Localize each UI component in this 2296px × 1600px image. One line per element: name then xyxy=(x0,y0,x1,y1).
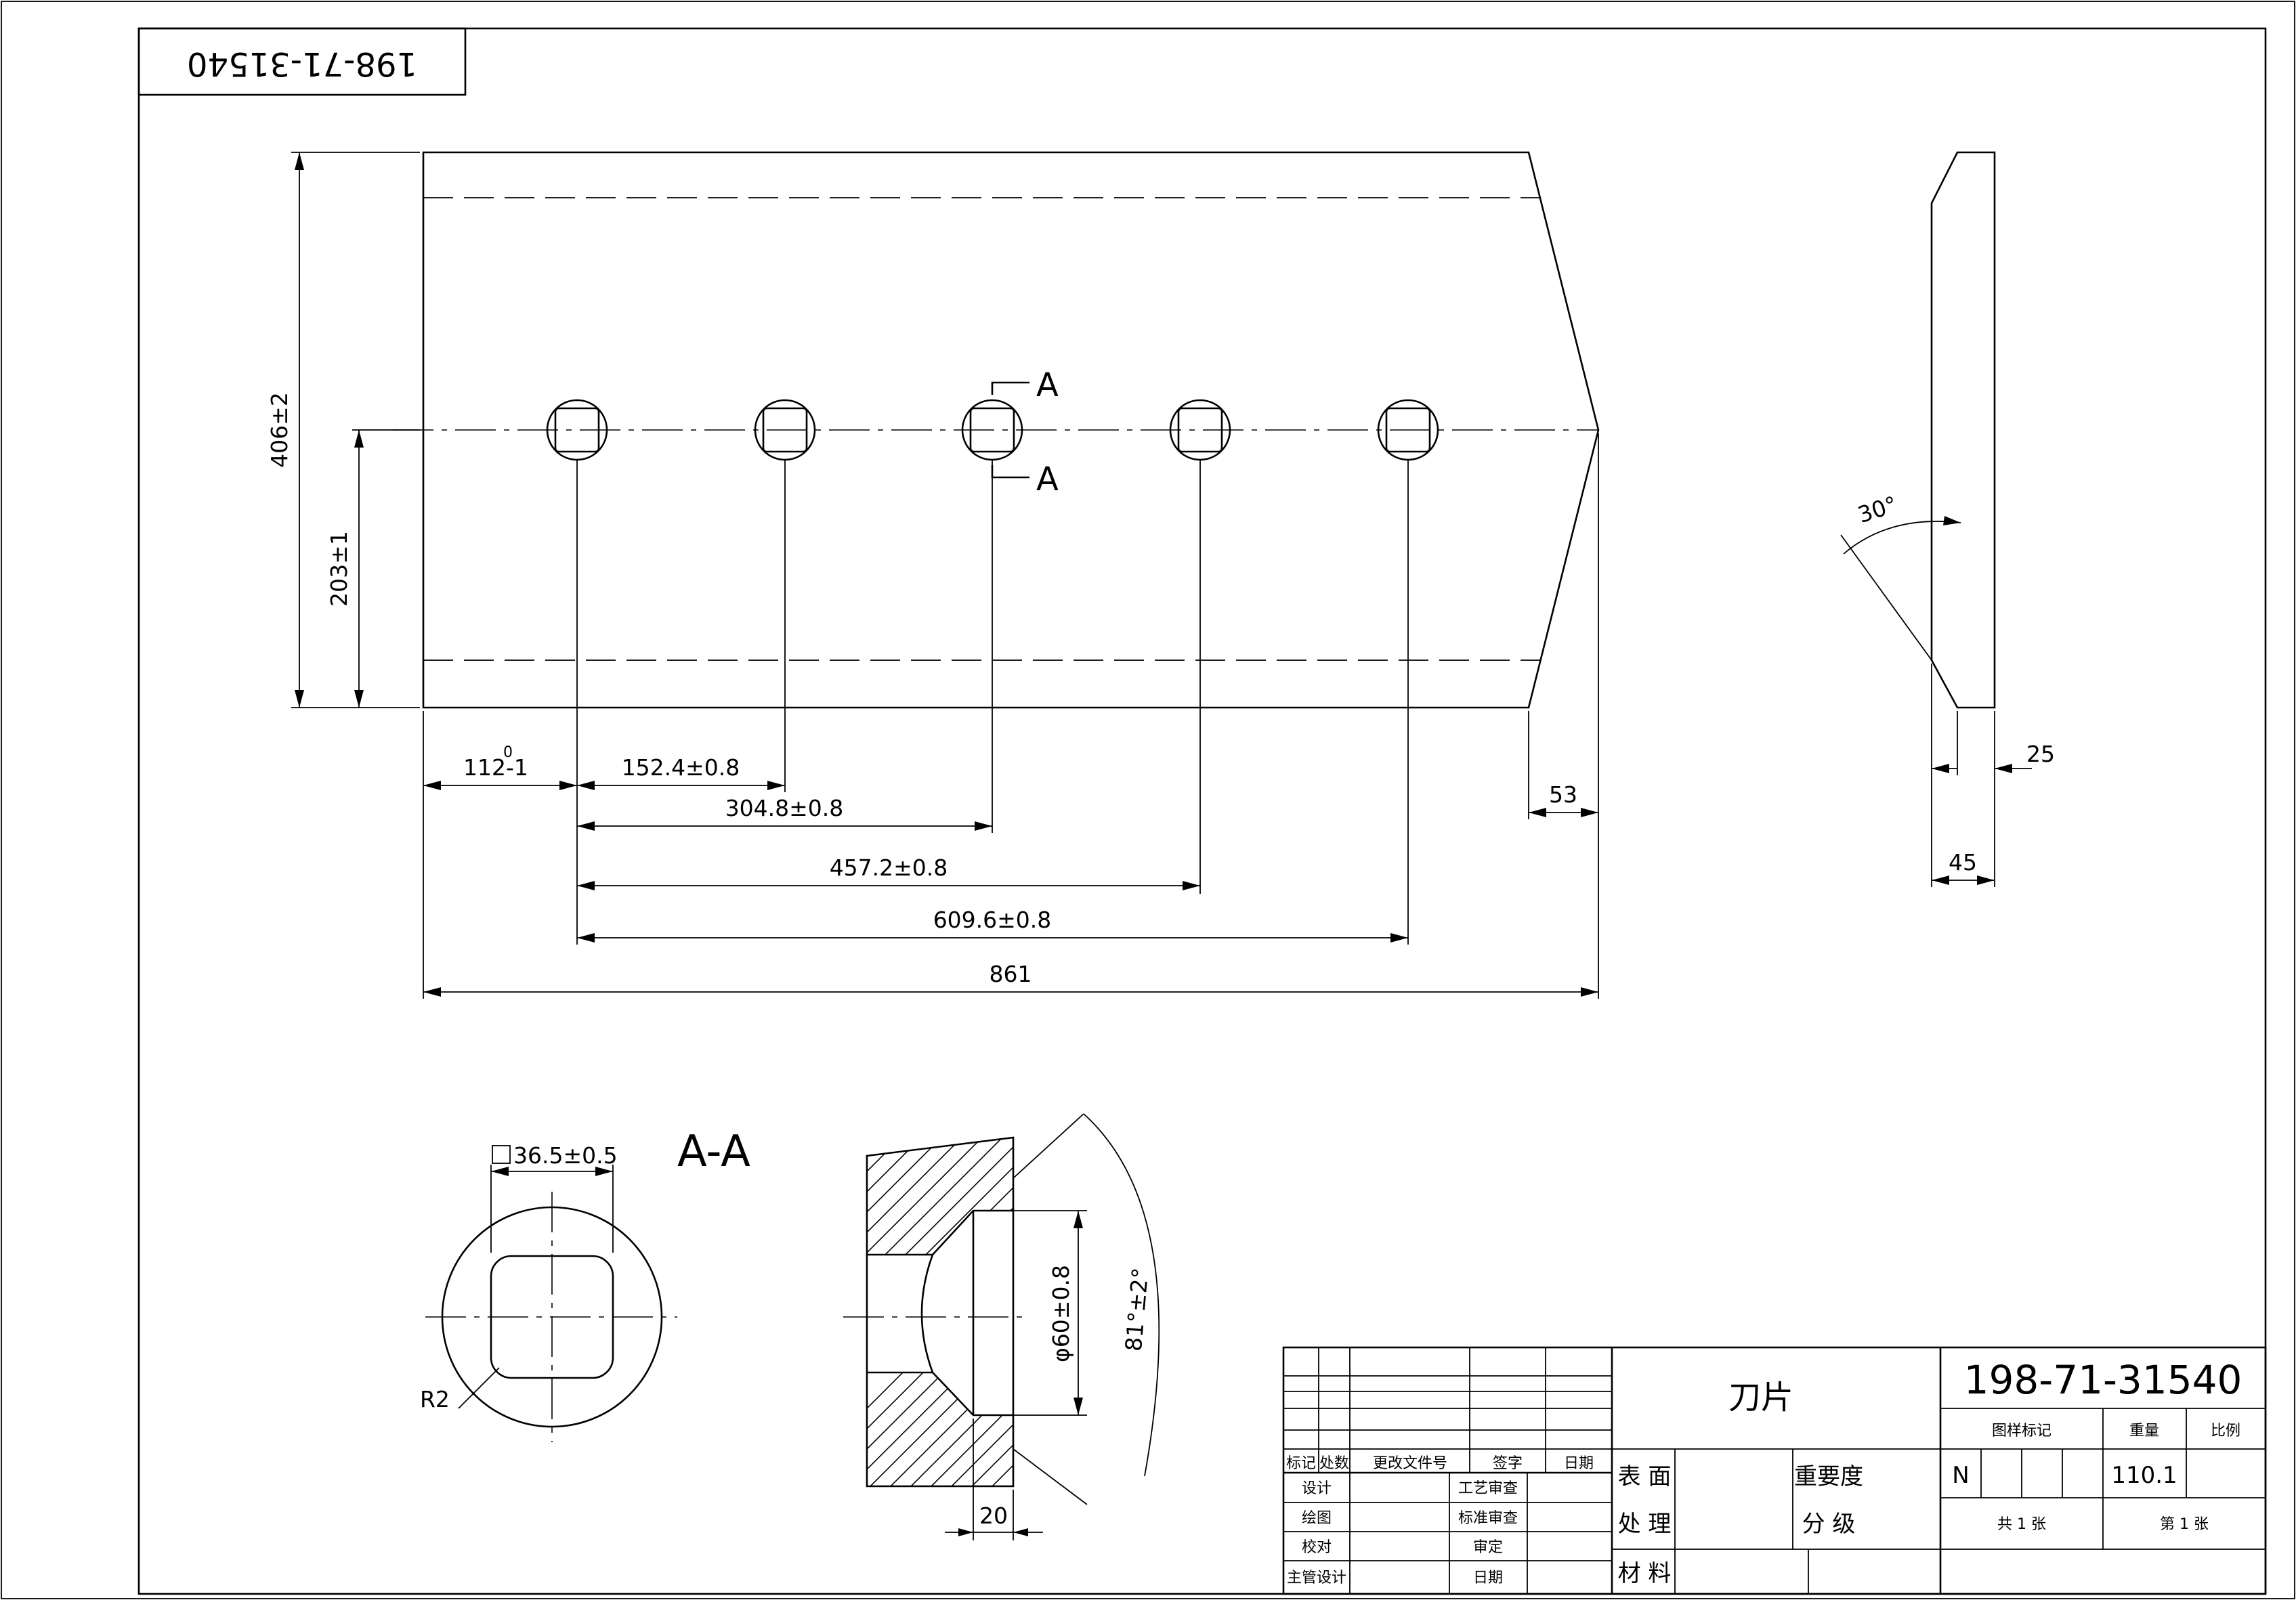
label-date: 日期 xyxy=(1473,1570,1503,1586)
label-approval: 审定 xyxy=(1473,1539,1503,1556)
rev-header-sign: 签字 xyxy=(1493,1455,1523,1472)
front-view: A A 406±2 203±1 112-1 0 152.4±0.8 304.8±… xyxy=(266,151,1600,999)
label-material: 材 料 xyxy=(1618,1560,1672,1587)
dim-pitch-2: 304.8±0.8 xyxy=(725,795,844,821)
dim-pitch-3: 457.2±0.8 xyxy=(830,855,948,881)
section-marker-bottom: A xyxy=(1036,460,1059,498)
bolt-hole-1 xyxy=(546,399,608,461)
dim-height-total: 406±2 xyxy=(266,392,293,468)
drawing-number: 198-71-31540 xyxy=(1964,1357,2242,1403)
label-standard-review: 标准审查 xyxy=(1458,1510,1518,1527)
part-number-rotated: 198-71-31540 xyxy=(187,45,417,83)
label-chief-design: 主管设计 xyxy=(1287,1570,1346,1586)
section-label: A-A xyxy=(677,1127,750,1177)
label-scale: 比例 xyxy=(2211,1423,2240,1440)
label-check: 校对 xyxy=(1302,1539,1332,1556)
label-surface-2: 处 理 xyxy=(1618,1511,1672,1538)
dim-first-hole-offset: 112-1 xyxy=(463,754,528,781)
dim-chamfer: 53 xyxy=(1549,781,1577,808)
side-view: 30° 25 45 xyxy=(1840,151,2055,887)
dim-arrowheads xyxy=(295,152,1598,997)
bolt-hole-4 xyxy=(1169,399,1231,461)
pattern-mark-value: N xyxy=(1952,1462,1969,1489)
section-marker-top: A xyxy=(1036,366,1059,404)
dim-length-total: 861 xyxy=(990,961,1032,987)
sheet-number: 第 1 张 xyxy=(2160,1516,2209,1533)
rev-header-count: 处数 xyxy=(1319,1455,1349,1472)
rev-header-doc: 更改文件号 xyxy=(1373,1455,1447,1472)
dim-counterbore-dia: φ60±0.8 xyxy=(1048,1265,1074,1362)
sheets-total: 共 1 张 xyxy=(1997,1516,2046,1533)
weight-value: 110.1 xyxy=(2111,1462,2177,1489)
dim-square-hole: 36.5±0.5 xyxy=(513,1142,618,1169)
label-importance-2: 分 级 xyxy=(1802,1511,1856,1538)
dim-corner-radius: R2 xyxy=(420,1386,450,1412)
label-importance-1: 重要度 xyxy=(1794,1463,1863,1490)
dim-height-half: 203±1 xyxy=(326,531,352,607)
label-design: 设计 xyxy=(1302,1480,1332,1497)
bolt-hole-2 xyxy=(754,399,816,461)
dim-pitch-1: 152.4±0.8 xyxy=(622,754,740,781)
label-pattern-mark: 图样标记 xyxy=(1992,1423,2051,1440)
dim-countersink-angle: 81°±2° xyxy=(1120,1267,1154,1353)
label-process-review: 工艺审查 xyxy=(1458,1480,1518,1497)
rev-header-date: 日期 xyxy=(1564,1455,1594,1472)
dim-edge-thickness: 25 xyxy=(2026,741,2055,767)
hole-detail-view: 36.5±0.5 R2 A-A xyxy=(420,1127,750,1442)
dim-counterbore-depth: 20 xyxy=(979,1502,1008,1529)
section-aa-view: φ60±0.8 81°±2° 20 xyxy=(843,1113,1160,1540)
title-block: 标记 处数 更改文件号 签字 日期 设计 绘图 校对 主管设计 工艺审查 标准审… xyxy=(1282,1346,2267,1595)
label-weight: 重量 xyxy=(2129,1423,2159,1440)
bolt-hole-5 xyxy=(1377,399,1439,461)
dim-first-hole-offset-upper: 0 xyxy=(503,744,513,761)
dim-thickness: 45 xyxy=(1949,849,1977,875)
dim-bevel-angle: 30° xyxy=(1854,491,1900,528)
dim-pitch-4: 609.6±0.8 xyxy=(933,907,1052,933)
label-drawing: 绘图 xyxy=(1302,1510,1332,1527)
bolt-hole-3 xyxy=(961,399,1023,461)
rev-header-mark: 标记 xyxy=(1286,1455,1316,1472)
part-number-box: 198-71-31540 xyxy=(137,27,467,96)
part-name: 刀片 xyxy=(1728,1379,1793,1417)
label-surface-1: 表 面 xyxy=(1618,1463,1672,1490)
inner-border xyxy=(137,27,2267,1595)
